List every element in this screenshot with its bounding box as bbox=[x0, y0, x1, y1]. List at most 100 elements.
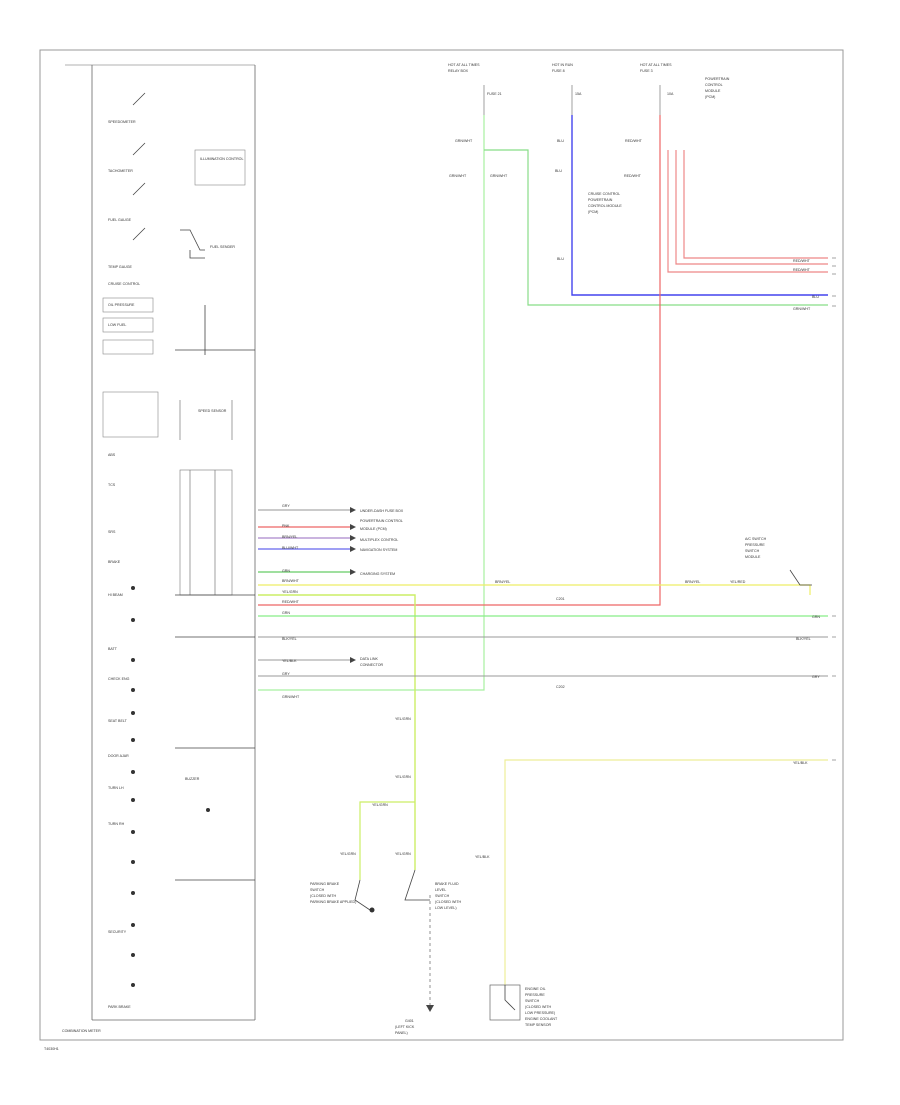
wire-label: BRN/YEL bbox=[495, 580, 510, 584]
cluster-item: PARK BRAKE bbox=[108, 1005, 131, 1009]
dest-label: MODULE (PCM) bbox=[360, 527, 387, 531]
label: G401 bbox=[405, 1019, 414, 1023]
label: MODULE bbox=[745, 555, 761, 559]
speed-sensor-label: SPEED SENSOR bbox=[198, 409, 227, 413]
wire-label: RED/WHT bbox=[793, 259, 811, 263]
label: SWITCH bbox=[745, 549, 760, 553]
cluster-item: FUEL GAUGE bbox=[108, 218, 132, 222]
fuse-label: RELAY BOX bbox=[448, 69, 469, 73]
blu-module-label: CRUISE CONTROL POWERTRAIN CONTROL MODULE… bbox=[588, 192, 622, 214]
label: SWITCH bbox=[310, 888, 325, 892]
fuel-sender-label: FUEL SENDER bbox=[210, 245, 235, 249]
wire-label: BRN/YEL bbox=[282, 535, 297, 539]
wire-label: YEL/RED bbox=[730, 580, 746, 584]
illum-label: ILLUMINATION CONTROL bbox=[200, 157, 243, 161]
wires bbox=[258, 115, 828, 1005]
wire-grn-wht-2 bbox=[484, 149, 828, 306]
wire-label: GRN/WHT bbox=[490, 174, 508, 178]
cluster-item: ABS bbox=[108, 453, 116, 457]
label: ENGINE COOLANT bbox=[525, 1017, 558, 1021]
wire-label: YEL/GRN bbox=[372, 803, 388, 807]
wire-red-wht-4 bbox=[683, 150, 828, 259]
label: (PCM) bbox=[588, 210, 598, 214]
wire-label: YEL/BLK bbox=[793, 761, 808, 765]
wire-label: BLU/WHT bbox=[282, 546, 299, 550]
label: LOW PRESSURE) bbox=[525, 1011, 555, 1015]
wire-red-wht-2 bbox=[667, 150, 828, 273]
cluster-item: CHECK ENG bbox=[108, 677, 130, 681]
wire-label: YEL/BLK bbox=[475, 855, 490, 859]
label: SWITCH bbox=[435, 894, 450, 898]
wire-label: GRN bbox=[812, 615, 820, 619]
meter-footer-label: COMBINATION METER bbox=[62, 1029, 101, 1033]
parking-brake-switch: PARKING BRAKE SWITCH (CLOSED WITH PARKIN… bbox=[310, 879, 375, 913]
arrows bbox=[350, 507, 356, 663]
wire-red-wht-3 bbox=[675, 150, 828, 265]
buzzer-label: BUZZER bbox=[185, 777, 200, 781]
wire-labels: GRN/WHT GRN/WHT GRN/WHT BLU BLU BLU RED/… bbox=[282, 139, 820, 859]
wire-label: BLU bbox=[812, 295, 819, 299]
wire-label: GRY bbox=[282, 672, 290, 676]
fuse-label: 10A bbox=[667, 92, 674, 96]
wire-label: GRN/WHT bbox=[449, 174, 467, 178]
wire-label: GRN/WHT bbox=[793, 307, 811, 311]
right-top-label: POWERTRAIN CONTROL MODULE (PCM) bbox=[705, 77, 730, 99]
cluster-item: BATT bbox=[108, 647, 118, 651]
wire-blu bbox=[571, 115, 828, 296]
wire-label: GRY bbox=[282, 504, 290, 508]
top-fuses: HOT AT ALL TIMES RELAY BOX FUSE 21 HOT I… bbox=[448, 63, 674, 115]
cluster-item: SRS bbox=[108, 530, 116, 534]
page-code: T4030H1 bbox=[44, 1047, 59, 1051]
label: PARKING BRAKE APPLIED) bbox=[310, 900, 356, 904]
cluster-item: TURN RH bbox=[108, 822, 125, 826]
label: A/C SWITCH bbox=[745, 537, 767, 541]
wire-yel-grn bbox=[258, 594, 416, 870]
wire-label: PNK bbox=[282, 524, 290, 528]
label: CONTROL bbox=[705, 83, 723, 87]
dest-label: UNDER-DASH FUSE BOX bbox=[360, 509, 404, 513]
fuse-label: HOT AT ALL TIMES bbox=[448, 63, 480, 67]
dest-label: CONNECTOR bbox=[360, 663, 383, 667]
wire-label: YEL/GRN bbox=[340, 852, 356, 856]
wire-label: BLK/YEL bbox=[796, 637, 811, 641]
wire-label: GRN bbox=[282, 569, 290, 573]
cluster-item: LOW FUEL bbox=[108, 323, 126, 327]
connector-label: C201 bbox=[556, 597, 565, 601]
fuse-label: FUSE 3 bbox=[640, 69, 653, 73]
cluster-item: CRUISE CONTROL bbox=[108, 282, 140, 286]
label: PARKING BRAKE bbox=[310, 882, 340, 886]
cluster-item: SECURITY bbox=[108, 930, 127, 934]
wire-label: RED/WHT bbox=[282, 600, 300, 604]
wire-label: BRN/WHT bbox=[282, 579, 300, 583]
label: MODULE bbox=[705, 89, 721, 93]
wire-label: BLU bbox=[557, 139, 564, 143]
cluster-item: TURN LH bbox=[108, 786, 124, 790]
fuse-label: HOT IN RUN bbox=[552, 63, 573, 67]
dest-label: NAVIGATION SYSTEM bbox=[360, 548, 397, 552]
wire-label: BLU bbox=[557, 257, 564, 261]
wire-label: YEL/GRN bbox=[395, 717, 411, 721]
wire-label: RED/WHT bbox=[624, 174, 642, 178]
cluster-item: HI BEAM bbox=[108, 593, 123, 597]
label: BRAKE FLUID bbox=[435, 882, 459, 886]
dest-label: DATA LINK bbox=[360, 657, 378, 661]
wire-yel-long bbox=[504, 759, 828, 985]
connector-label: C202 bbox=[556, 685, 565, 689]
right-terminals bbox=[832, 257, 836, 761]
label: (CLOSED WITH bbox=[525, 1005, 552, 1009]
label: (CLOSED WITH bbox=[310, 894, 337, 898]
cluster-item: OIL PRESSURE bbox=[108, 303, 135, 307]
cluster-item: SPEEDOMETER bbox=[108, 120, 136, 124]
dest-label: MULTIPLEX CONTROL bbox=[360, 538, 398, 542]
label: (LEFT KICK bbox=[395, 1025, 415, 1029]
label: ENGINE OIL bbox=[525, 987, 546, 991]
wire-label: GRN bbox=[282, 611, 290, 615]
label: SWITCH bbox=[525, 999, 540, 1003]
wire-label: BLK/YEL bbox=[282, 637, 297, 641]
label: POWERTRAIN bbox=[588, 198, 613, 202]
label: LEVEL bbox=[435, 888, 446, 892]
cluster-item: TACHOMETER bbox=[108, 169, 133, 173]
label: (CLOSED WITH bbox=[435, 900, 462, 904]
wire-label: YEL/GRN bbox=[395, 852, 411, 856]
